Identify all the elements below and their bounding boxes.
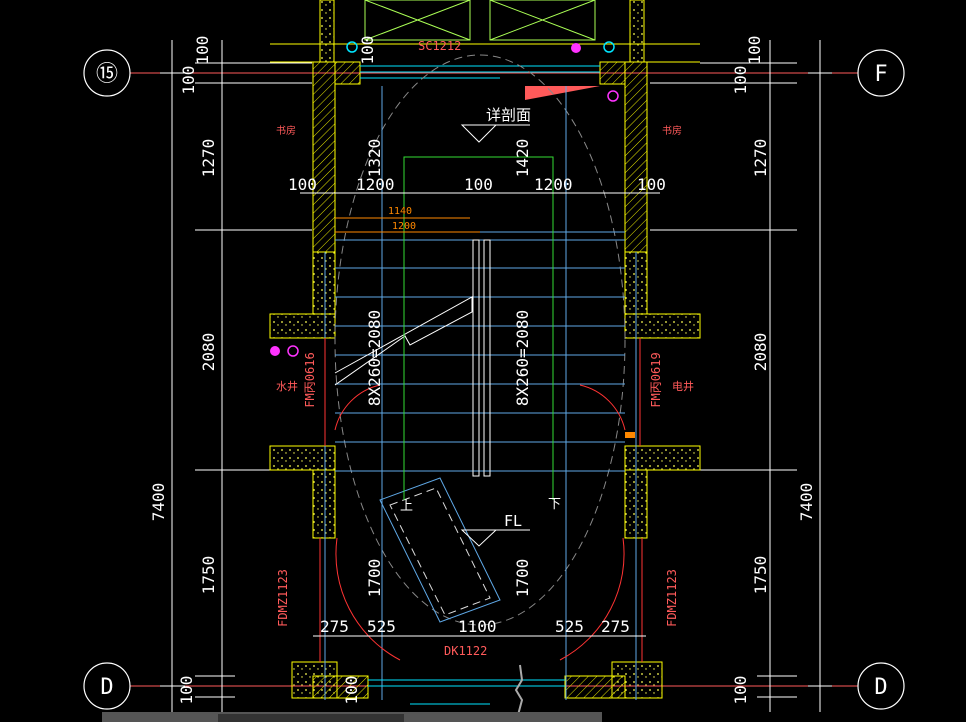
- svg-text:1100: 1100: [458, 617, 497, 636]
- svg-text:⑮: ⑮: [96, 62, 118, 87]
- window-sc1212: SC1212: [360, 39, 600, 79]
- dim-inner-100-bottom: 100: [342, 676, 361, 705]
- small-dim-1200: 1200: [392, 221, 416, 232]
- door-code-dk1122: DK1122: [444, 644, 487, 658]
- axis-bubble-bottom-left: D: [83, 662, 131, 710]
- door-stop: [625, 432, 635, 438]
- dim-left-100-top: 100: [193, 36, 212, 65]
- room-label-left: 书房: [276, 124, 296, 137]
- pipe-symbols: [270, 41, 619, 357]
- orange-dims: [335, 217, 480, 233]
- svg-text:详剖面: 详剖面: [486, 106, 531, 124]
- axis-bubble-top-left: ⑮: [83, 49, 131, 97]
- dim-right-100-bottom: 100: [731, 676, 750, 705]
- dim-left-7400: 7400: [149, 483, 168, 522]
- fdmz-left: FDMZ1123: [276, 569, 290, 627]
- dim-inner-1700-right: 1700: [513, 559, 532, 598]
- dim-left-100-bottom: 100: [177, 676, 196, 705]
- dim-left-1750: 1750: [199, 556, 218, 595]
- view-range-arc: [334, 54, 626, 626]
- stair-calc-left: 8X260=2080: [365, 310, 384, 406]
- axis-lines: [130, 72, 858, 687]
- dim-left-1270: 1270: [199, 139, 218, 178]
- dim-inner-1700-left: 1700: [365, 559, 384, 598]
- svg-text:275: 275: [601, 617, 630, 636]
- svg-text:D: D: [100, 675, 113, 700]
- svg-text:1200: 1200: [534, 175, 573, 194]
- dim-inner-100-top: 100: [358, 36, 377, 65]
- walls: [269, 0, 701, 699]
- stair-calc-right: 8X260=2080: [513, 310, 532, 406]
- stair-treads: [324, 86, 637, 700]
- top-equipment: [364, 0, 596, 41]
- svg-text:F: F: [874, 62, 887, 87]
- svg-text:SC1212: SC1212: [418, 39, 461, 53]
- stair-down-label: 下: [548, 497, 561, 512]
- dim-right-1750: 1750: [751, 556, 770, 595]
- doors: [319, 338, 643, 662]
- dim-row-bottom: 275 525 1100 525 275: [313, 617, 646, 637]
- fire-door-left: FM丙0616: [303, 352, 317, 407]
- stair-handrail: [334, 239, 491, 477]
- svg-text:D: D: [874, 675, 887, 700]
- svg-text:100: 100: [288, 175, 317, 194]
- statusbar-field: [218, 714, 404, 722]
- dim-left-100-mid: 100: [179, 66, 198, 95]
- svg-text:FL: FL: [504, 512, 522, 530]
- dim-inner-1420: 1420: [513, 139, 532, 178]
- small-dim-1140: 1140: [388, 206, 412, 217]
- svg-text:100: 100: [464, 175, 493, 194]
- room-label-right: 书房: [662, 124, 682, 137]
- axis-bubble-bottom-right: D: [857, 662, 905, 710]
- stair-up-label: 上: [400, 499, 413, 514]
- fdmz-right: FDMZ1123: [665, 569, 679, 627]
- landing-box: [379, 477, 501, 623]
- svg-text:275: 275: [320, 617, 349, 636]
- svg-text:525: 525: [555, 617, 584, 636]
- break-line: [514, 664, 524, 716]
- dim-right-7400: 7400: [797, 483, 816, 522]
- dim-right-1270: 1270: [751, 139, 770, 178]
- fire-door-right: FM丙0619: [649, 352, 663, 407]
- svg-text:100: 100: [637, 175, 666, 194]
- shaft-label-left: 水井: [276, 379, 298, 393]
- dim-right-100-mid: 100: [731, 66, 750, 95]
- shaft-label-right: 电井: [672, 379, 694, 393]
- section-mark-top: 详剖面: [460, 106, 531, 143]
- dimension-lines-vertical: [160, 40, 832, 712]
- dim-inner-1320: 1320: [365, 139, 384, 178]
- dim-left-2080: 2080: [199, 333, 218, 372]
- dim-right-100-top: 100: [745, 36, 764, 65]
- axis-bubble-top-right: F: [857, 49, 905, 97]
- dim-row-top: 100 1200 100 1200 100: [288, 175, 666, 194]
- red-marker: [525, 86, 600, 100]
- bottom-sill: [368, 679, 565, 705]
- svg-text:525: 525: [367, 617, 396, 636]
- svg-text:1200: 1200: [356, 175, 395, 194]
- dim-right-2080: 2080: [751, 333, 770, 372]
- level-mark-fl: FL: [460, 512, 530, 547]
- stair-direction-lines: [403, 156, 554, 500]
